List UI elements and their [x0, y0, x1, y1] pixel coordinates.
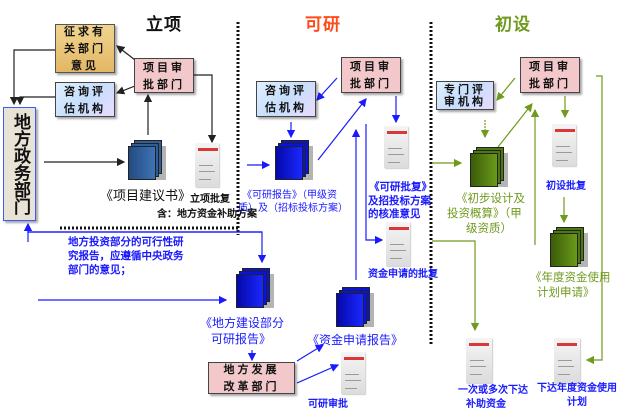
- arrow-chubu-to-shenpi-chushe: [497, 103, 533, 148]
- document-icon-lixiang-pifu: [195, 143, 219, 187]
- phase-title-chushe: 初设: [495, 15, 531, 35]
- arrow-shenpi-keyan-to-zijin-pifu: [365, 124, 384, 245]
- arrow-shenpi-to-lixiang-pifu: [192, 74, 217, 144]
- phase-title-lixiang: 立项: [146, 15, 182, 35]
- label-keyan-baogao-line1: 《可研报告》（甲级资: [242, 190, 337, 201]
- box-zhengqiu-opinion: 征求有关部门意见: [55, 24, 115, 73]
- stack-icon-xiangmu-jianyishu: [128, 140, 166, 180]
- arrow-baogao-to-shenpi-keyan: [317, 98, 367, 161]
- label-keyan-pifu-line1: 《可研批复》: [369, 181, 432, 193]
- arrow-shenpi-keyan-to-zixun: [316, 77, 338, 101]
- arrow-zixun-to-gov: [15, 96, 55, 106]
- arrow-fagai-to-zijin-baogao: [296, 344, 325, 362]
- box-zhuanmen-pingshen: 专门评审机构: [436, 81, 494, 110]
- label-xiada-buzhu-line1: 一次或多次下达: [458, 385, 528, 396]
- label-difang-jianshe-line2: 可研报告》: [211, 332, 272, 346]
- label-keyan-pifu-line3: 的核准意见: [368, 208, 421, 220]
- document-icon-keyan-shenpi: [341, 352, 365, 394]
- label-keyan-pifu-line2: 及招投标方案: [368, 195, 431, 207]
- box-zixun-pinggu-keyan: 咨询评估机构: [256, 81, 316, 117]
- label-keyan-shenpi: 可研审批: [308, 399, 348, 410]
- label-xiada-niandu-line1: 下达年度资金使用: [537, 383, 617, 394]
- box-shenpi-lixiang: 项目审批部门: [134, 58, 194, 93]
- phase-divider-lixiang-keyan: [60, 22, 240, 235]
- box-shenpi-keyan: 项目审批部门: [341, 57, 401, 93]
- label-chubu-sheji-line1: 《初步设计及: [456, 191, 525, 205]
- label-chubu-sheji-line2: 投资概算》（甲: [447, 206, 522, 220]
- box-zixun-pinggu-lixiang: 咨询评估机构: [55, 82, 115, 117]
- arrow-zijin-pifu-to-buzhu: [432, 240, 480, 332]
- stack-icon-zijin-shenqing: [336, 287, 374, 327]
- label-difang-touzi-line2: 究报告，应遵循中央政务: [68, 250, 184, 262]
- label-keyan-baogao-line2: 质）及（招标投标方案）: [238, 203, 348, 214]
- stack-icon-difang-jianshe: [236, 268, 274, 308]
- label-difang-jianshe-line1: 《地方建设部分: [200, 316, 285, 330]
- label-difang-touzi-line1: 地方投资部分的可行性研: [68, 236, 184, 248]
- stack-icon-niandu-jihua: [550, 227, 588, 267]
- stack-icon-keyan-baogao: [275, 140, 313, 180]
- label-chushe-pifu: 初设批复: [546, 181, 586, 192]
- document-icon-keyan-pifu: [384, 126, 408, 168]
- label-chubu-sheji-line3: 级资质）: [466, 221, 512, 235]
- label-xiada-buzhu-line2: 补助资金: [466, 399, 506, 410]
- phase-title-keyan: 可研: [305, 15, 341, 35]
- label-xiangmu-jianyishu: 《项目建议书》: [100, 189, 192, 204]
- label-difang-touzi-line3: 部门的意见；: [68, 264, 131, 276]
- label-zijin-shenqing-pifu: 资金申请的批复: [368, 269, 438, 280]
- label-niandu-jihua-line2: 计划申请》: [537, 285, 595, 299]
- stack-icon-chubu-sheji: [470, 147, 508, 187]
- document-icon-chushe-pifu: [552, 124, 576, 166]
- arrow-shenpi-to-zixun: [115, 85, 136, 95]
- arrow-shenpi-chushe-to-xiada-niandu: [585, 75, 603, 365]
- arrow-fagai-to-keyan-shenpi: [296, 364, 340, 384]
- arrow-shenpi-chushe-to-zhuanmen: [496, 77, 516, 101]
- label-lixiang-pifu: 立项批复: [190, 194, 230, 205]
- document-icon-zijin-pifu: [386, 222, 410, 266]
- box-difang-zhengwu: 地方政务部门: [3, 107, 36, 221]
- box-difang-fagai: 地方发展改革部门: [208, 362, 295, 394]
- arrow-shenpi-to-zhengqiu: [116, 45, 136, 61]
- arrow-zhengqiu-to-gov: [9, 49, 55, 106]
- document-icon-xiada-niandu: [554, 338, 580, 383]
- arrow-gov-to-gov-box: [23, 222, 262, 233]
- label-zijin-shenqing-baogao: 《资金申请报告》: [307, 333, 404, 347]
- document-icon-xiada-buzhu: [466, 338, 492, 383]
- label-xiada-niandu-line2: 计划: [567, 397, 587, 408]
- label-han-butie: 含：地方资金补助方案: [157, 209, 257, 220]
- box-shenpi-chushe: 项目审批部门: [520, 57, 580, 93]
- label-niandu-jihua-line1: 《年度资金使用: [530, 270, 611, 284]
